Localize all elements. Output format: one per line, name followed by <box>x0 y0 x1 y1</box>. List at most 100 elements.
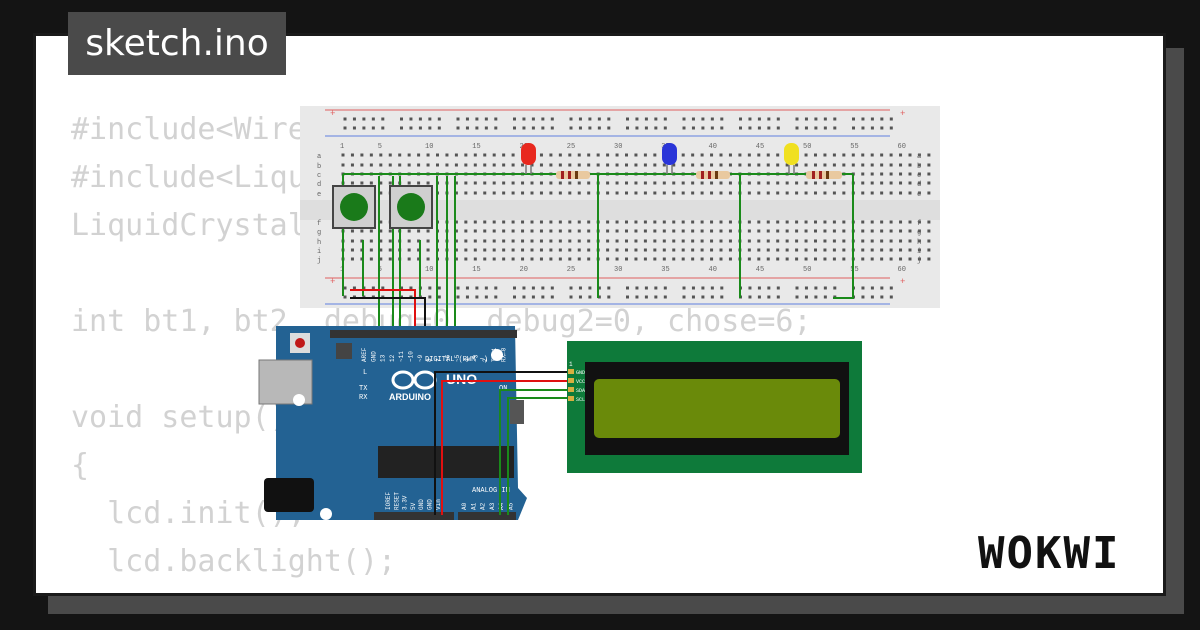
digital-pin-label: 7 <box>435 358 442 362</box>
breadboard-column-number: 40 <box>709 143 717 151</box>
digital-pin-label: ~11 <box>398 351 405 362</box>
digital-pin-label: ~10 <box>408 351 415 362</box>
code-line: void setup() <box>71 400 288 435</box>
digital-pin-label: ~6 <box>445 354 452 362</box>
digital-pin-label: RX←0 <box>501 347 508 362</box>
push-button-2[interactable] <box>389 185 433 229</box>
lcd-pin[interactable] <box>568 369 574 374</box>
breadboard-column-number: 40 <box>709 266 717 274</box>
indicator-l: L <box>363 369 367 377</box>
code-line: lcd.backlight(); <box>71 544 397 579</box>
breadboard-row-letter: f <box>917 220 921 228</box>
lcd-pin-label: GND <box>576 370 585 376</box>
led-red[interactable] <box>521 143 536 174</box>
indicator-tx: TX <box>359 385 368 393</box>
arduino-brand-label: ARDUINO <box>389 392 431 402</box>
breadboard-column-number: 50 <box>803 143 811 151</box>
breadboard-row-letter: j <box>917 257 921 265</box>
breadboard-row-letter: i <box>917 248 921 256</box>
breadboard-row-letter: g <box>917 229 921 237</box>
breadboard-column-number: 45 <box>756 143 764 151</box>
svg-text:+: + <box>330 109 335 119</box>
breadboard-row-letter: h <box>317 239 321 247</box>
led-blue[interactable] <box>662 143 677 174</box>
digital-pin-label: ~3 <box>473 354 480 362</box>
led-yellow[interactable] <box>784 143 799 174</box>
analog-pin-label: A3 <box>489 502 496 510</box>
breadboard-column-number: 60 <box>898 143 906 151</box>
breadboard-column-number: 55 <box>850 143 858 151</box>
digital-pin-label: 12 <box>389 354 396 362</box>
digital-pin-label: 13 <box>380 354 387 362</box>
breadboard-row-letter: g <box>317 229 321 237</box>
svg-text:+: + <box>900 109 905 119</box>
breadboard-row-letter: d <box>317 181 321 189</box>
breadboard-row-letter: a <box>917 153 921 161</box>
lcd-pin[interactable] <box>568 396 574 401</box>
digital-label: DIGITAL (PWM ~) <box>425 356 488 364</box>
digital-pin-label: ~9 <box>417 354 424 362</box>
wokwi-logo[interactable]: WOKWI <box>978 528 1121 579</box>
analog-pin-label: A0 <box>461 502 468 510</box>
lcd-pin[interactable] <box>568 387 574 392</box>
breadboard-holes <box>341 117 931 299</box>
breadboard-column-number: 10 <box>425 266 433 274</box>
lcd-pin-labels: GND VCC SDA SCL <box>568 369 585 403</box>
analog-label: ANALOG IN <box>472 487 510 495</box>
breadboard-row-letter: f <box>317 220 321 228</box>
code-line: pinMode(2,OUTPUT); <box>71 586 830 593</box>
breadboard-row-letter: e <box>317 191 321 199</box>
breadboard-column-number: 55 <box>850 266 858 274</box>
resistor-2[interactable] <box>696 171 730 179</box>
lcd-pin-label: VCC <box>576 379 585 385</box>
breadboard-column-number: 30 <box>614 266 622 274</box>
breadboard-column-number: 20 <box>520 266 528 274</box>
lcd-wires <box>434 371 575 515</box>
breadboard-column-number: 25 <box>567 143 575 151</box>
breadboard-row-letter: c <box>317 172 321 180</box>
breadboard-column-number: 60 <box>898 266 906 274</box>
code-line: { <box>71 448 90 483</box>
digital-pin-label: ~5 <box>454 354 461 362</box>
breadboard-column-number: 45 <box>756 266 764 274</box>
svg-text:+: + <box>330 277 335 287</box>
digital-pin-label: 8 <box>426 358 433 362</box>
push-button-1[interactable] <box>332 185 376 229</box>
breadboard-row-letter: h <box>917 239 921 247</box>
indicator-rx: RX <box>359 394 368 402</box>
resistor-1[interactable] <box>556 171 590 179</box>
uno-label: UNO <box>446 371 477 387</box>
breadboard-column-number: 30 <box>614 143 622 151</box>
breadboard-column-number: 35 <box>661 266 669 274</box>
breadboard-column-number: 15 <box>472 143 480 151</box>
resistor-3[interactable] <box>806 171 842 179</box>
sketch-filename-tag[interactable]: sketch.ino <box>68 12 286 75</box>
analog-pin-label: A2 <box>480 502 487 510</box>
breadboard-row-letter: b <box>917 163 921 171</box>
breadboard-column-number: 1 <box>340 143 344 151</box>
breadboard-row-letter: a <box>317 153 321 161</box>
power-pin-label: GND <box>427 499 434 510</box>
breadboard-row-letter: d <box>917 181 921 189</box>
arduino-uno[interactable]: DIGITAL (PWM ~) UNO ARDUINO ANALOG IN L … <box>258 326 527 520</box>
breadboard-row-letter: e <box>917 191 921 199</box>
breadboard-column-number: 5 <box>378 143 382 151</box>
lcd-pin-index: 1 <box>569 361 573 368</box>
power-pin-label: GND <box>418 499 425 510</box>
digital-pin-label: GND <box>370 351 377 362</box>
lcd-pin-label: SCL <box>576 397 585 403</box>
digital-pin-label: AREF <box>361 347 368 362</box>
svg-text:+: + <box>900 277 905 287</box>
lcd-pin[interactable] <box>568 378 574 383</box>
breadboard-column-number: 25 <box>567 266 575 274</box>
lcd-pin-label: SDA <box>576 388 585 394</box>
lcd-display[interactable]: 1 GND VCC SDA SCL <box>567 341 862 473</box>
digital-pin-label: TX→1 <box>491 347 498 362</box>
analog-pin-label: A1 <box>470 502 477 510</box>
breadboard-row-letter: j <box>317 257 321 265</box>
digital-pin-label: 2 <box>482 358 489 362</box>
power-pin-label: 3.3V <box>402 495 409 510</box>
